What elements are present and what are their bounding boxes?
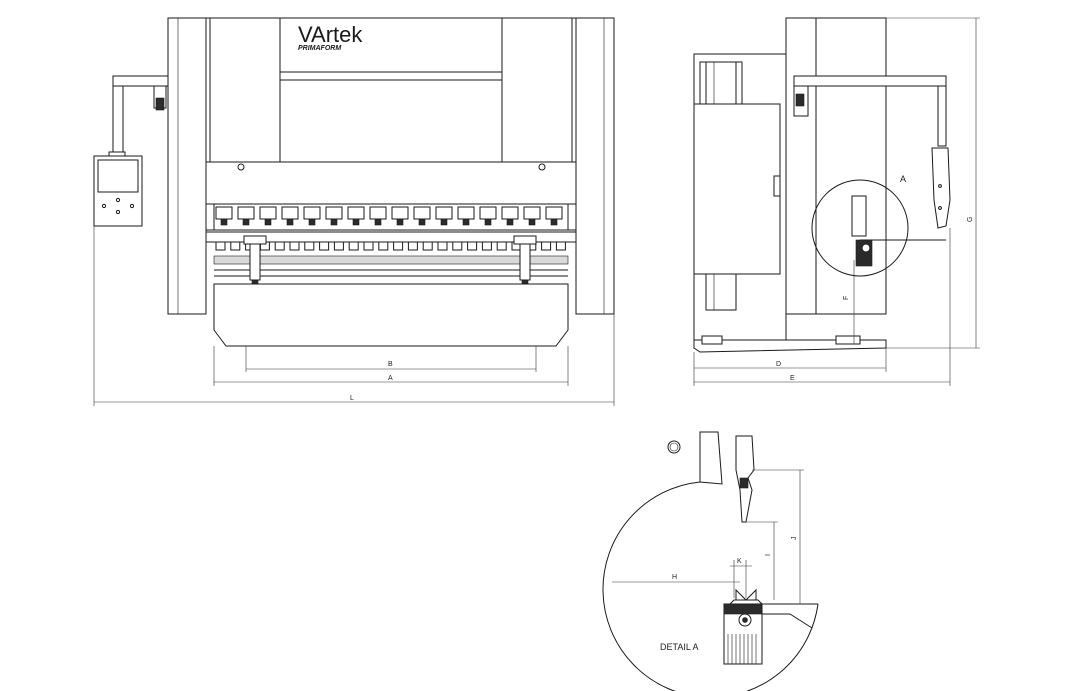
clamp-block	[347, 206, 365, 220]
clamp-block	[435, 206, 453, 220]
dim-label-e: E	[790, 375, 795, 382]
side-view: A F G D E	[693, 17, 980, 386]
clamp-screw	[484, 218, 492, 226]
die-block	[541, 241, 552, 251]
detail-outline-arc	[602, 481, 819, 691]
left-side-frame	[167, 17, 207, 315]
clamp-screw	[242, 218, 250, 226]
die-block	[348, 241, 359, 251]
die-block	[555, 241, 566, 251]
lower-bed	[213, 283, 569, 347]
die-block	[496, 241, 507, 251]
clamp-screw	[352, 218, 360, 226]
clamp-screw	[286, 218, 294, 226]
right-cylinder-housing	[501, 17, 573, 163]
die-block	[230, 241, 241, 251]
clamp-screw	[440, 218, 448, 226]
die-block	[452, 241, 463, 251]
dim-label-k: K	[737, 558, 742, 565]
pendant-arm	[112, 75, 169, 87]
dim-label-f: F	[843, 296, 850, 300]
die-block	[407, 241, 418, 251]
electrical-cabinet	[693, 103, 781, 275]
die-block	[393, 241, 404, 251]
dim-label-l: L	[350, 395, 354, 402]
clamp-screw	[396, 218, 404, 226]
lower-die	[735, 588, 757, 601]
detail-a-view: J I K H DETAIL A	[602, 431, 819, 691]
dim-label-i: I	[765, 554, 772, 556]
clamp-block	[325, 206, 343, 220]
clamp-block	[215, 206, 233, 220]
die-block	[215, 241, 226, 251]
left-cylinder-housing	[209, 17, 281, 163]
clamp-screw	[330, 218, 338, 226]
dim-label-g: G	[967, 217, 974, 222]
die-block	[304, 241, 315, 251]
detail-label: DETAIL A	[660, 642, 699, 652]
clamp-block	[545, 206, 563, 220]
die-block	[289, 241, 300, 251]
clamp-block	[457, 206, 475, 220]
dim-label-b: B	[388, 361, 393, 368]
clamp-screw	[264, 218, 272, 226]
die-block	[467, 241, 478, 251]
clamp-block	[413, 206, 431, 220]
brand-subtitle: PRIMAFORM	[298, 45, 341, 52]
clamp-screw	[308, 218, 316, 226]
die-block	[333, 241, 344, 251]
dim-label-j: J	[791, 537, 798, 541]
dim-label-a: A	[388, 375, 393, 382]
side-pendant-arm	[793, 75, 947, 87]
front-view: VArtek PRIMAFORM	[93, 17, 615, 347]
clamp-screw	[506, 218, 514, 226]
clamp-block	[501, 206, 519, 220]
die-block	[319, 241, 330, 251]
detail-a-marker-circle	[811, 179, 909, 277]
die-block	[422, 241, 433, 251]
upper-beam	[205, 161, 577, 205]
brand-logo: VArtek	[298, 22, 363, 47]
clamp-block	[479, 206, 497, 220]
front-dimensions: B A L	[93, 226, 615, 406]
clamp-screw	[374, 218, 382, 226]
clamp-block	[303, 206, 321, 220]
clamp-block	[281, 206, 299, 220]
clamp-screw	[550, 218, 558, 226]
clamp-screw	[220, 218, 228, 226]
side-pendant	[931, 147, 951, 229]
clamp-block	[391, 206, 409, 220]
detail-marker-label: A	[900, 174, 906, 184]
clamp-screw	[528, 218, 536, 226]
clamp-screw	[418, 218, 426, 226]
die-block	[378, 241, 389, 251]
clamp-block	[237, 206, 255, 220]
die-block	[437, 241, 448, 251]
pendant-screen	[97, 159, 139, 193]
clamp-screw	[462, 218, 470, 226]
die-block	[274, 241, 285, 251]
clamp-block	[259, 206, 277, 220]
right-side-frame	[575, 17, 615, 315]
die-block	[481, 241, 492, 251]
dim-label-h: H	[672, 574, 677, 581]
clamp-block	[369, 206, 387, 220]
dim-label-d: D	[776, 361, 781, 368]
die-block	[363, 241, 374, 251]
clamp-block	[523, 206, 541, 220]
